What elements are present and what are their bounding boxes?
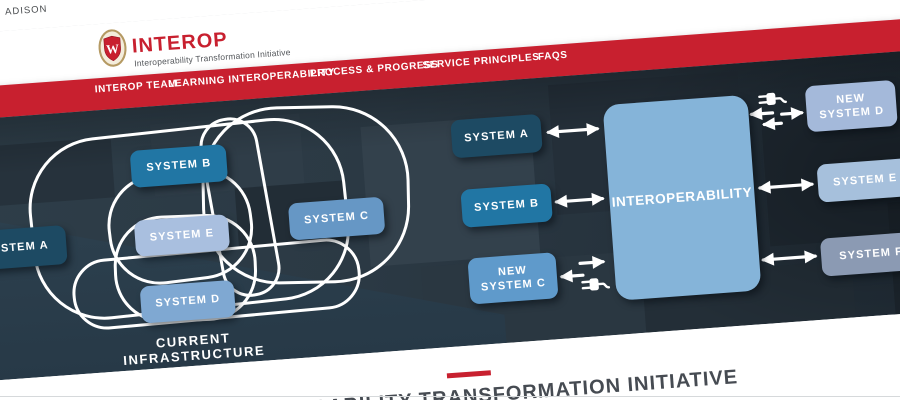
future-new-system-c-box: NEW SYSTEM C bbox=[467, 252, 559, 305]
section-heading: INTEROPERABILITY TRANSFORMATION INITIATI… bbox=[202, 366, 739, 400]
future-system-b-box: SYSTEM B bbox=[460, 183, 553, 228]
interoperability-hub-box: INTEROPERABILITY bbox=[602, 94, 762, 301]
double-arrow bbox=[554, 192, 605, 208]
crest-letter: W bbox=[106, 42, 120, 57]
nav-item-process-progress[interactable]: PROCESS & PROGRESS bbox=[309, 59, 440, 80]
uw-crest-icon[interactable]: W bbox=[97, 28, 129, 68]
nav-item-interop-team[interactable]: INTEROP TEAM bbox=[94, 78, 178, 96]
nav-item-faqs[interactable]: FAQS bbox=[537, 49, 569, 63]
future-system-a-box: SYSTEM A bbox=[450, 113, 543, 159]
future-system-f-box: SYSTEM F bbox=[819, 231, 900, 277]
section-accent-rule bbox=[446, 370, 492, 379]
current-system-d-box: SYSTEM D bbox=[139, 279, 237, 324]
double-arrow bbox=[760, 250, 818, 266]
site-header: W INTEROP Interoperability Transformatio… bbox=[0, 0, 900, 91]
nav-item-service-principles[interactable]: SERVICE PRINCIPLES bbox=[422, 51, 540, 72]
utility-bar-link[interactable]: ADISON bbox=[4, 3, 48, 18]
hero-diagram: SYSTEM A SYSTEM B SYSTEM C SYSTEM E SYST… bbox=[0, 42, 900, 384]
plug-icon bbox=[758, 92, 787, 106]
current-system-b-box: SYSTEM B bbox=[129, 144, 229, 188]
double-arrow bbox=[545, 123, 600, 138]
current-system-c-box: SYSTEM C bbox=[287, 196, 386, 241]
bottom-divider bbox=[0, 396, 900, 397]
plug-connection-new-system-c bbox=[559, 256, 611, 291]
double-arrow bbox=[757, 178, 815, 194]
plug-icon bbox=[581, 278, 611, 291]
current-system-a-box: SYSTEM A bbox=[0, 224, 68, 272]
plug-connection-new-system-d bbox=[749, 92, 805, 131]
future-system-e-box: SYSTEM E bbox=[816, 157, 900, 203]
hub-arrows bbox=[545, 92, 818, 291]
future-new-system-d-box: NEW SYSTEM D bbox=[804, 79, 898, 133]
current-system-e-box: SYSTEM E bbox=[133, 214, 231, 257]
